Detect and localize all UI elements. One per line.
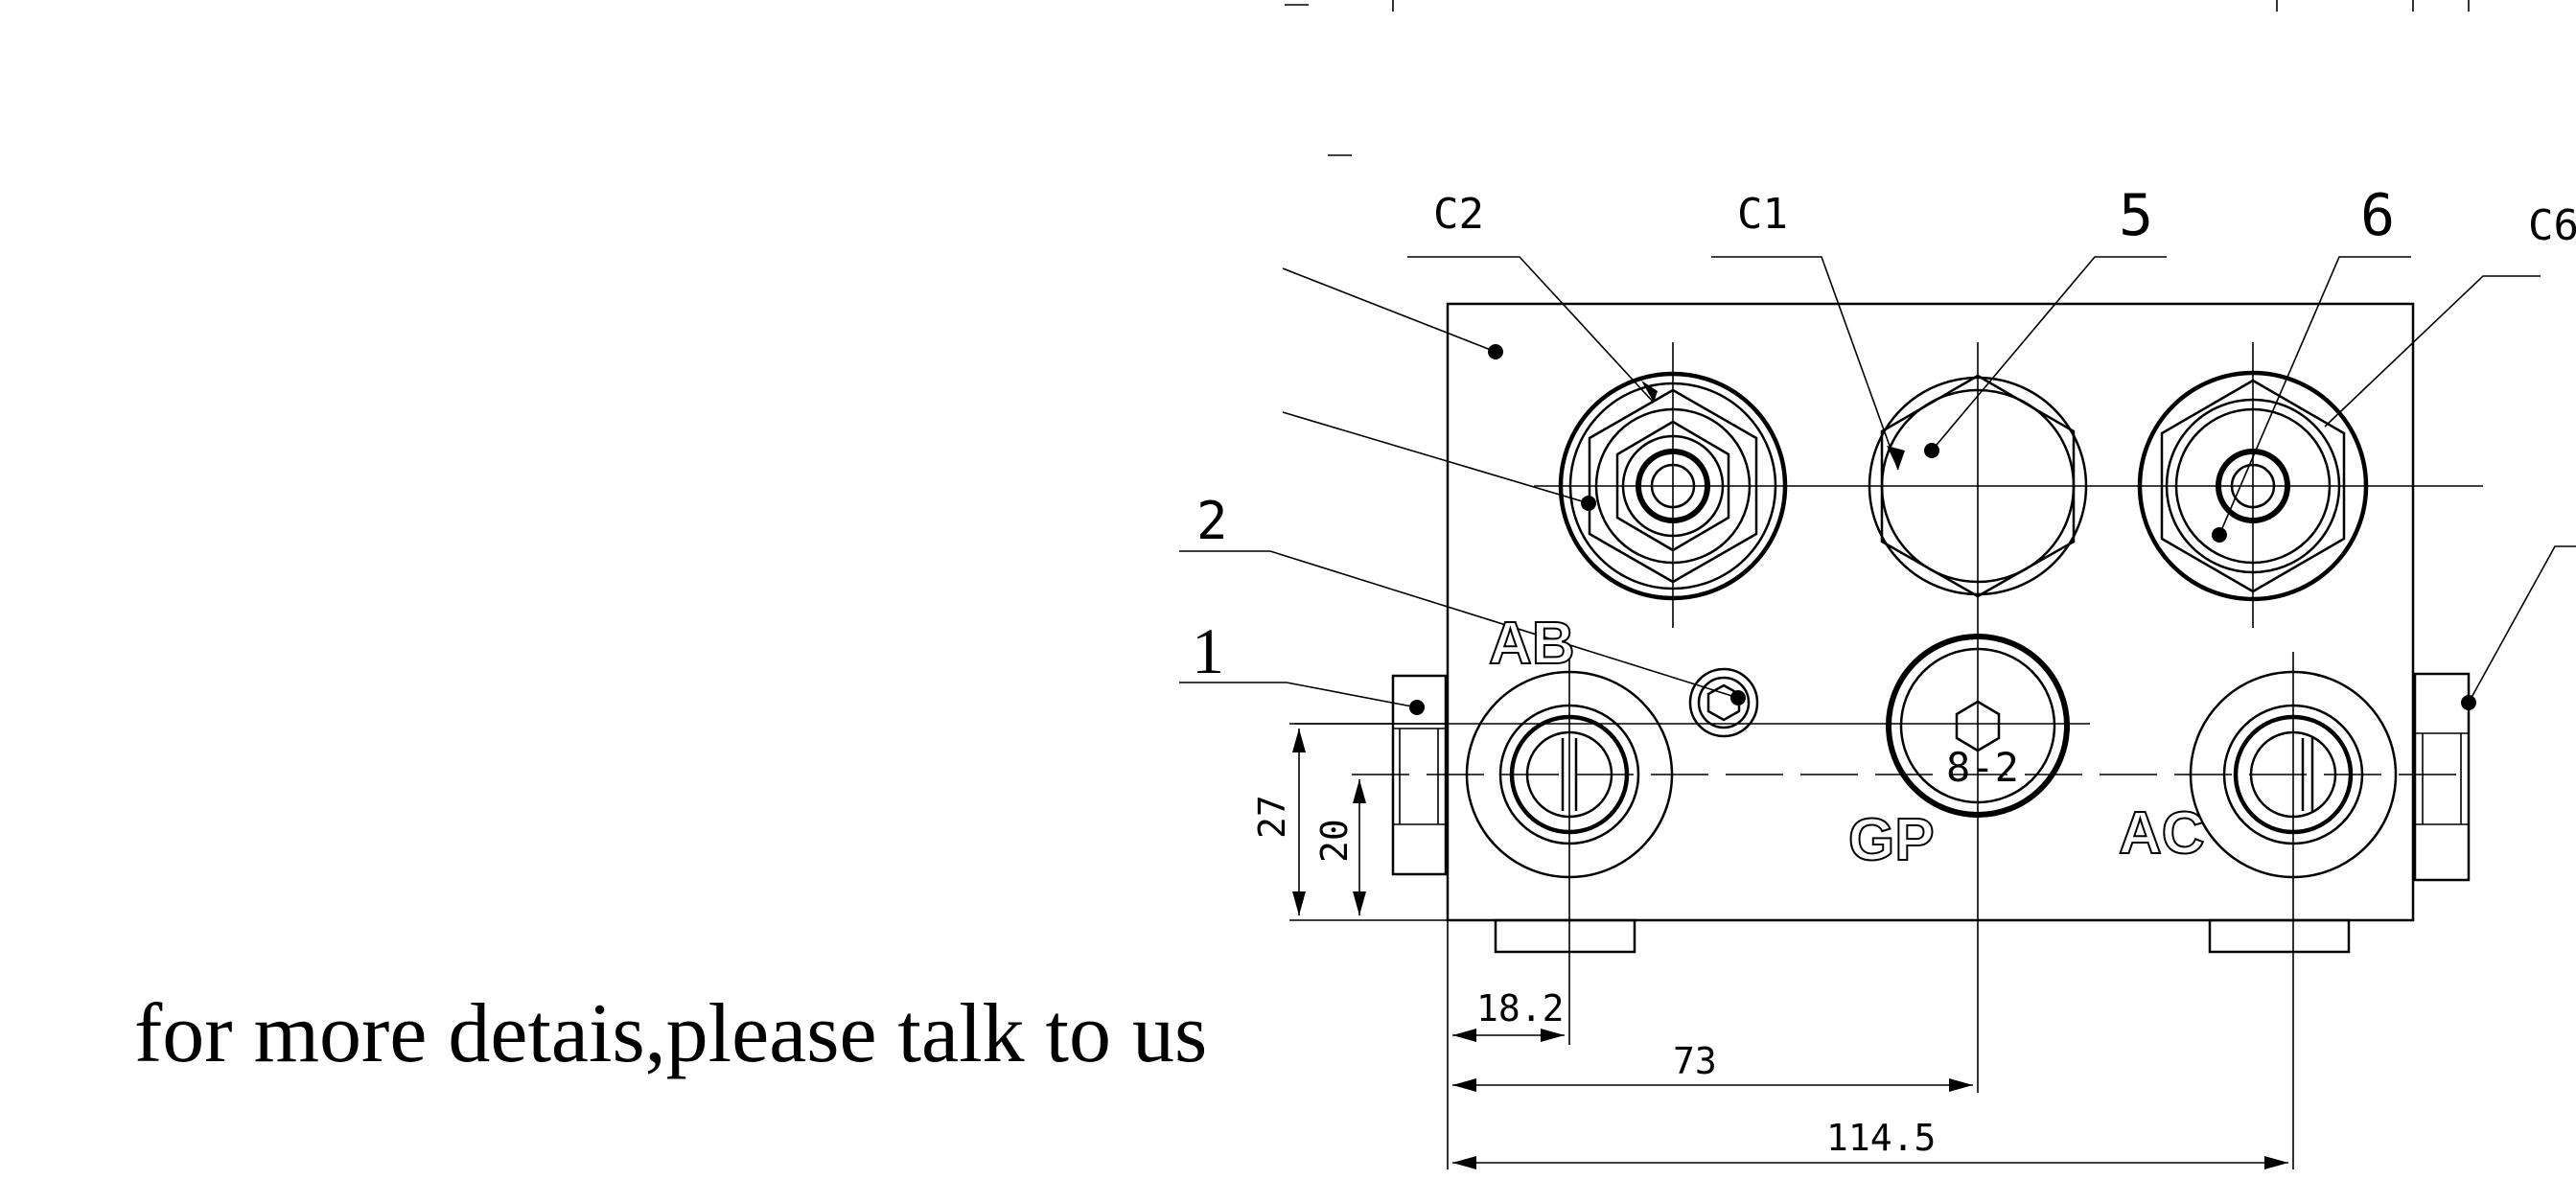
top-fragment-lines [1285, 0, 2470, 156]
dim-20-label: 20 [1313, 819, 1356, 863]
label-2: 2 [1196, 491, 1228, 551]
label-c1: C1 [1737, 190, 1788, 239]
port-c1 [1868, 374, 2088, 598]
contact-note: for more detais,please talk to us [134, 987, 1208, 1080]
port-ac [2189, 670, 2398, 879]
port-label-ac: AC [2119, 800, 2205, 867]
centerlines [1294, 342, 2483, 1169]
dimension-114-5: 114.5 [1452, 1117, 2288, 1169]
label-c2: C2 [1433, 190, 1484, 239]
side-plug-right [2413, 672, 2471, 882]
dimension-18-2: 18.2 [1447, 920, 1565, 1169]
dimension-27: 27 [1251, 723, 1448, 921]
dim-18-2-label: 18.2 [1476, 987, 1565, 1030]
port-label-ab: AB [1489, 611, 1575, 677]
dim-27-label: 27 [1251, 795, 1293, 839]
port-ab [1465, 670, 1674, 879]
port-gp [1886, 634, 2070, 818]
label-c6: C6 [2528, 201, 2576, 250]
leader-lines [1179, 256, 2576, 715]
dimension-20: 20 [1313, 779, 1366, 915]
port-c2 [1558, 371, 1788, 601]
port-upper-right [2137, 370, 2369, 602]
label-1: 1 [1192, 614, 1224, 687]
label-6: 6 [2360, 182, 2395, 249]
dimension-73: 73 [1452, 1040, 1973, 1092]
center-mark-label: 8-2 [1946, 744, 2019, 791]
dim-73-label: 73 [1673, 1040, 1717, 1082]
valve-block-body [1446, 302, 2415, 922]
block-foot-left [1494, 918, 1636, 954]
label-5: 5 [2119, 182, 2153, 249]
port-small-hex [1688, 667, 1759, 738]
side-plug-left [1391, 674, 1448, 876]
port-label-gp: GP [1848, 807, 1935, 873]
block-foot-right [2208, 918, 2351, 954]
dim-114-5-label: 114.5 [1826, 1117, 1936, 1159]
